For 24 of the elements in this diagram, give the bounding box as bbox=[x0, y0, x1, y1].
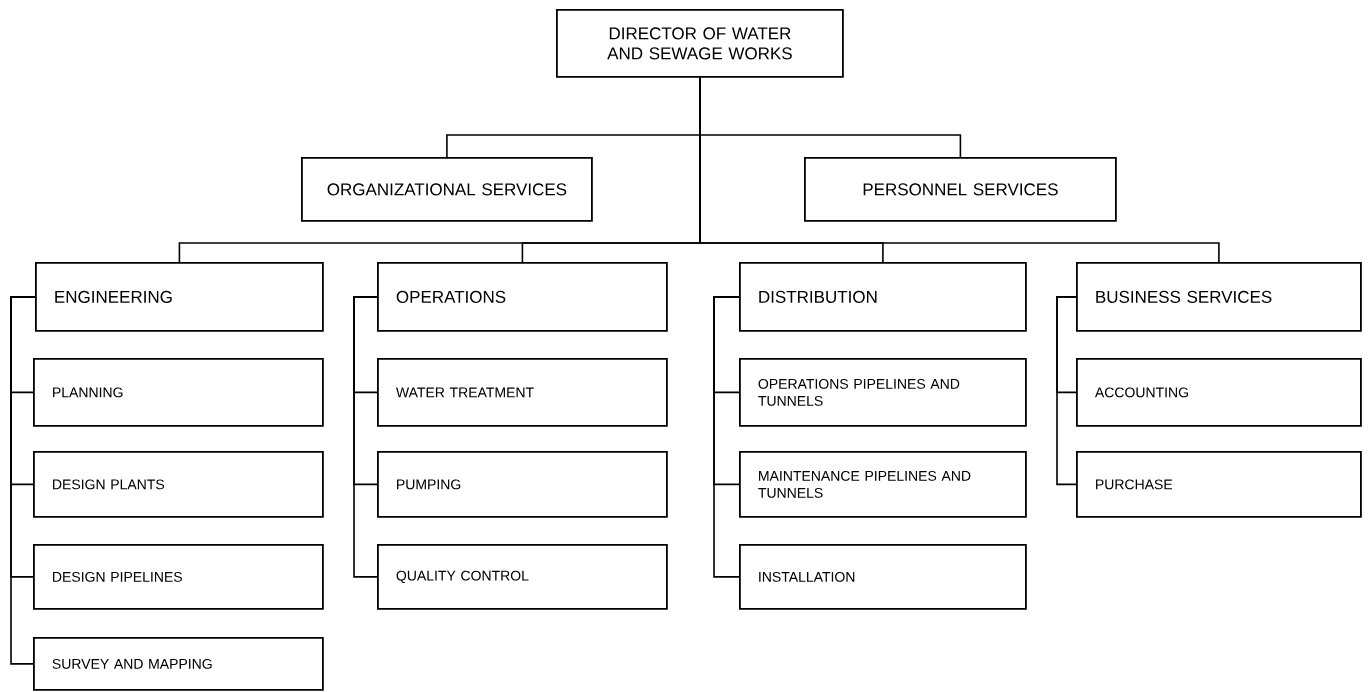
unit-box: PLANNING bbox=[33, 358, 324, 427]
service-box: PERSONNEL SERVICES bbox=[804, 157, 1117, 222]
unit-box: QUALITY CONTROL bbox=[377, 544, 668, 610]
unit-box: WATER TREATMENT bbox=[377, 358, 668, 427]
unit-box: SURVEY AND MAPPING bbox=[33, 637, 324, 691]
unit-box: INSTALLATION bbox=[739, 544, 1027, 610]
department-box: OPERATIONS bbox=[377, 262, 668, 332]
unit-box: PUMPING bbox=[377, 451, 668, 518]
unit-box: OPERATIONS PIPELINES AND TUNNELS bbox=[739, 358, 1027, 427]
unit-box: ACCOUNTING bbox=[1076, 358, 1362, 427]
unit-box: PURCHASE bbox=[1076, 451, 1362, 518]
connector-line bbox=[713, 296, 740, 578]
connector-line bbox=[699, 77, 1220, 263]
department-box: DISTRIBUTION bbox=[739, 262, 1027, 332]
director-box: DIRECTOR OF WATER AND SEWAGE WORKS bbox=[556, 9, 844, 78]
department-box: ENGINEERING bbox=[35, 262, 324, 332]
unit-box: DESIGN PLANTS bbox=[33, 451, 324, 518]
connector-line bbox=[1056, 296, 1077, 486]
service-box: ORGANIZATIONAL SERVICES bbox=[301, 157, 593, 222]
department-box: BUSINESS SERVICES bbox=[1076, 262, 1362, 332]
unit-box: DESIGN PIPELINES bbox=[33, 544, 324, 610]
unit-box: MAINTENANCE PIPELINES AND TUNNELS bbox=[739, 451, 1027, 518]
connector-line bbox=[353, 296, 378, 578]
connector-line bbox=[10, 296, 36, 665]
